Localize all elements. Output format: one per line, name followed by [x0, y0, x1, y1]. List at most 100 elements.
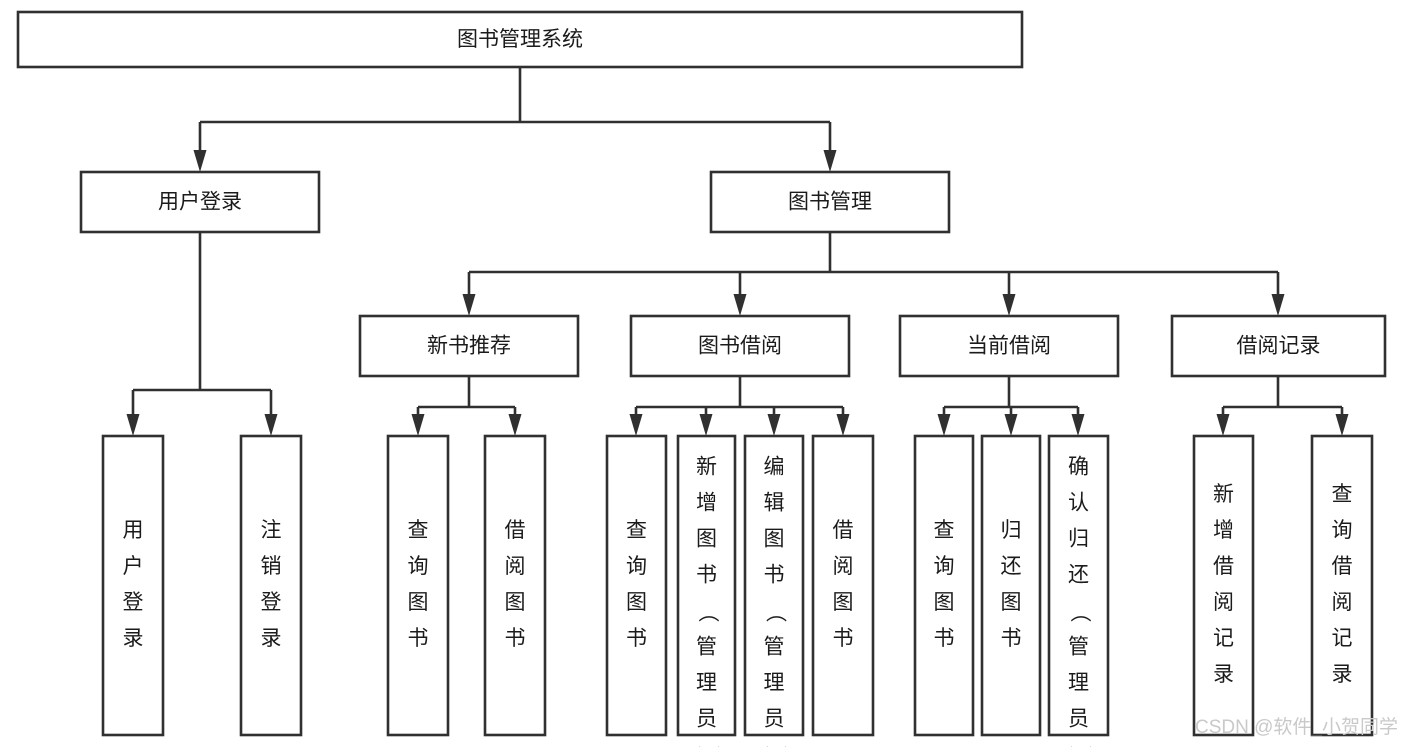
arrowhead-icon	[462, 294, 476, 316]
connector-newbook	[411, 376, 522, 436]
node-label-char: 用	[123, 519, 144, 542]
node-label-char: 注	[261, 519, 282, 542]
node-label-char: 书	[505, 627, 526, 650]
arrowhead-icon	[1271, 294, 1285, 316]
node-box[interactable]	[483, 434, 547, 737]
node-label-char: 图	[764, 528, 785, 551]
watermark-layer: CSDN @软件_小贺同学	[1195, 716, 1398, 738]
node-label-char: 理	[764, 672, 785, 695]
node-label-char: 管	[696, 636, 717, 659]
arrowhead-icon	[411, 414, 425, 436]
node-label: 用户登录	[123, 519, 144, 650]
node-login[interactable]: 用户登录	[79, 170, 321, 234]
connector-borrow	[629, 376, 850, 436]
node-label-char: 新	[696, 456, 717, 479]
arrowhead-icon	[126, 414, 140, 436]
node-label-char: 询	[408, 555, 429, 578]
node-label-char: 书	[1001, 627, 1022, 650]
node-current[interactable]: 当前借阅	[898, 314, 1120, 378]
node-label-char: 新	[1213, 483, 1234, 506]
node-box[interactable]	[743, 434, 805, 737]
node-label-char: 借	[505, 519, 526, 542]
node-label-char: 图	[833, 591, 854, 614]
node-borrow[interactable]: 图书借阅	[629, 314, 851, 378]
node-label-char: 询	[1332, 519, 1353, 542]
node-label-char: 认	[1068, 492, 1089, 515]
node-label-char: 归	[1001, 519, 1022, 542]
node-bookmgmt[interactable]: 图书管理	[709, 170, 951, 234]
node-label: 图书管理	[788, 191, 872, 214]
node-newbook[interactable]: 新书推荐	[358, 314, 580, 378]
node-label-char: 图	[696, 528, 717, 551]
node-label: 借阅记录	[1237, 335, 1321, 358]
node-box[interactable]	[709, 170, 951, 234]
node-label-char: 录	[1332, 663, 1353, 686]
node-box[interactable]	[1310, 434, 1374, 737]
node-label-char: 还	[1001, 555, 1022, 578]
node-label: 新书推荐	[427, 335, 511, 358]
node-label-char: 书	[934, 627, 955, 650]
node-root[interactable]: 图书管理系统	[16, 10, 1024, 69]
node-box[interactable]	[676, 434, 737, 737]
node-box[interactable]	[629, 314, 851, 378]
node-label-char: 增	[696, 492, 717, 515]
arrowhead-icon	[767, 414, 781, 436]
arrowhead-icon	[1004, 414, 1018, 436]
connector-layer	[126, 67, 1349, 436]
node-label-char: 借	[1213, 555, 1234, 578]
connector-records	[1216, 376, 1349, 436]
node-box[interactable]	[16, 10, 1024, 69]
node-records[interactable]: 借阅记录	[1170, 314, 1387, 378]
node-box[interactable]	[1047, 434, 1110, 737]
node-label-char: 阅	[505, 555, 526, 578]
node-layer: 图书管理系统用户登录图书管理新书推荐图书借阅当前借阅借阅记录用户登录注销登录查询…	[16, 10, 1387, 747]
node-box[interactable]	[913, 434, 975, 737]
node-box[interactable]	[386, 434, 450, 737]
node-label-char: （	[696, 602, 719, 623]
node-label-char: 辑	[764, 492, 785, 515]
node-box[interactable]	[898, 314, 1120, 378]
node-box[interactable]	[605, 434, 668, 737]
watermark: CSDN @软件_小贺同学	[1195, 716, 1398, 738]
node-box[interactable]	[980, 434, 1042, 737]
node-leaf1[interactable]: 用户登录	[101, 434, 165, 737]
node-label-char: 借	[1332, 555, 1353, 578]
node-label-char: 理	[1068, 672, 1089, 695]
node-label-char: 阅	[1332, 591, 1353, 614]
node-label-char: 销	[261, 555, 282, 578]
arrowhead-icon	[937, 414, 951, 436]
node-box[interactable]	[1192, 434, 1255, 737]
node-box[interactable]	[1170, 314, 1387, 378]
arrowhead-icon	[264, 414, 278, 436]
arrowhead-icon	[193, 150, 207, 172]
node-label-char: 增	[1213, 519, 1234, 542]
node-box[interactable]	[239, 434, 303, 737]
node-box[interactable]	[79, 170, 321, 234]
node-box[interactable]	[811, 434, 875, 737]
node-box[interactable]	[101, 434, 165, 737]
node-label-char: 图	[505, 591, 526, 614]
node-box[interactable]	[358, 314, 580, 378]
node-label-char: 询	[626, 555, 647, 578]
